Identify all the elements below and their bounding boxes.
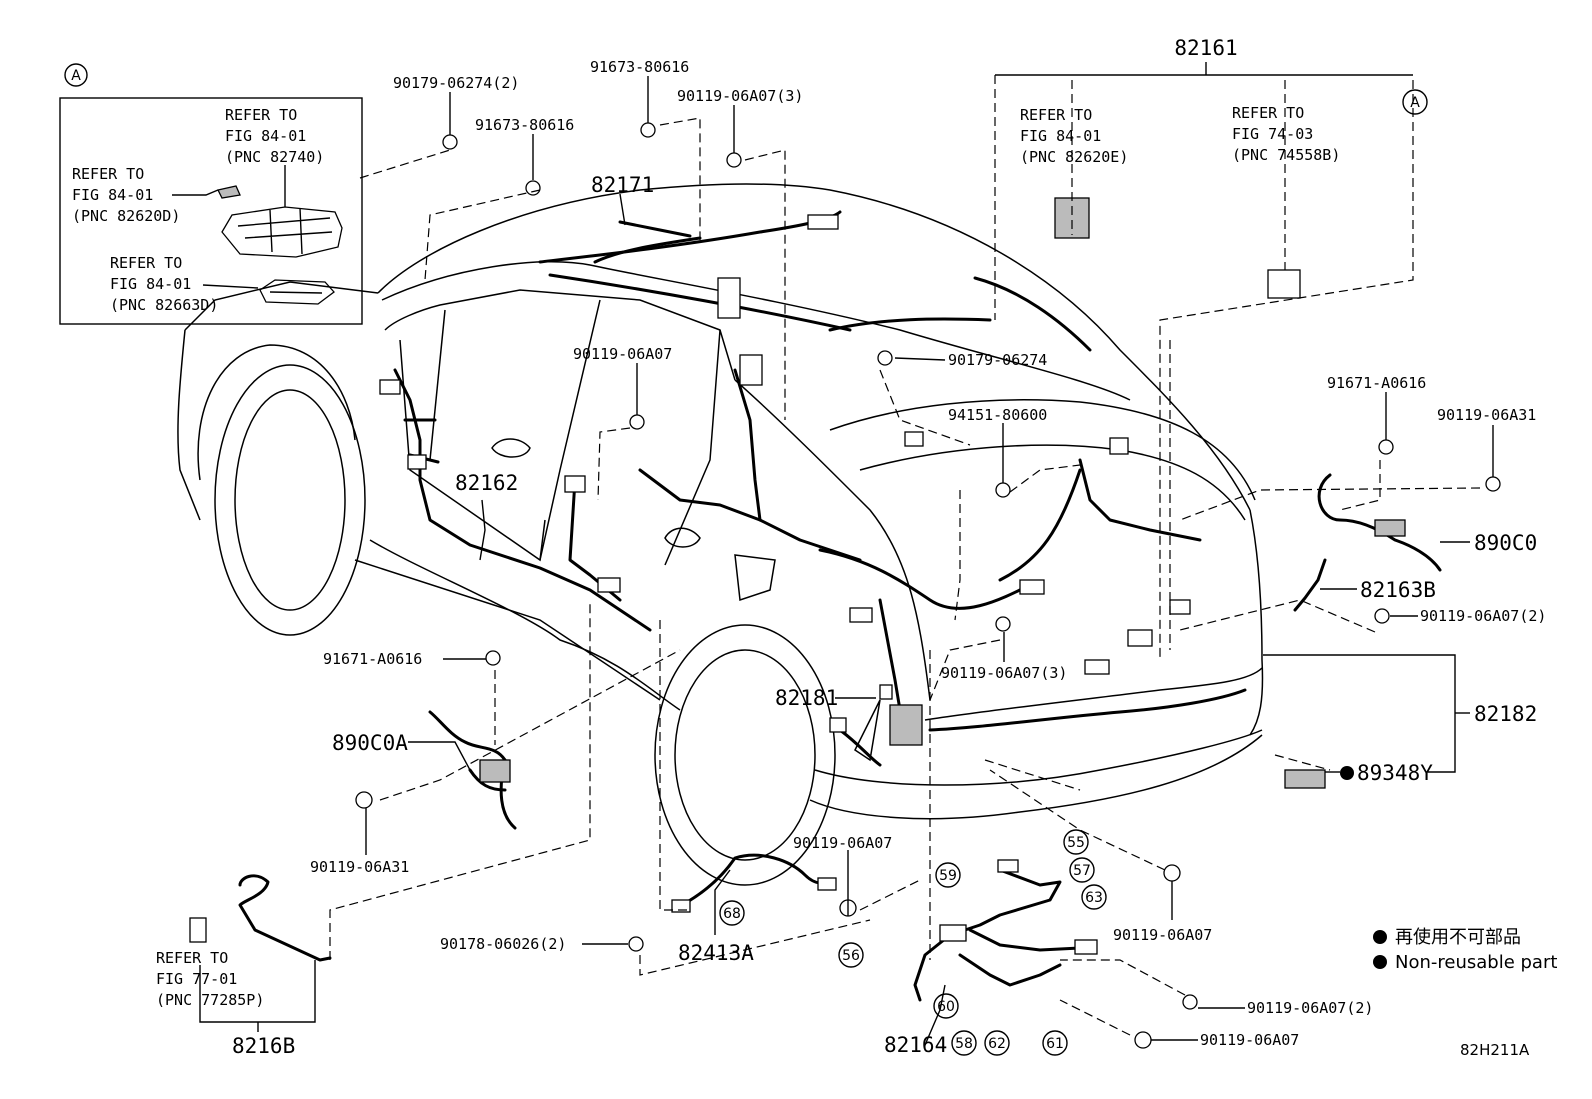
svg-text:(PNC 82740): (PNC 82740) (225, 148, 324, 166)
label-90119-06A07-bot: 90119-06A07 (1200, 1031, 1299, 1049)
callout-56: 56 (842, 948, 860, 964)
label-82161: 82161 (1174, 36, 1237, 60)
fastener-labels: 90179-06274(2) 91673-80616 91673-80616 9… (310, 58, 1546, 1049)
svg-text:FIG 84-01: FIG 84-01 (110, 275, 191, 293)
ref-note-82663D: REFER TO FIG 84-01 (PNC 82663D) (110, 254, 218, 314)
label-82413A: 82413A (678, 941, 754, 965)
label-89348Y: 89348Y (1357, 761, 1433, 785)
label-90119-06A07-mid: 90119-06A07 (573, 345, 672, 363)
label-94151-80600: 94151-80600 (948, 406, 1047, 424)
callout-58: 58 (955, 1036, 973, 1052)
svg-text:(PNC 74558B): (PNC 74558B) (1232, 146, 1340, 164)
inset-box: A (59, 63, 363, 325)
label-90119-06A07-low: 90119-06A07 (793, 834, 892, 852)
label-8216B: 8216B (232, 1034, 295, 1058)
label-90119-06A31-r: 90119-06A31 (1437, 406, 1536, 424)
legend-jp: 再使用不可部品 (1395, 927, 1521, 948)
label-82162: 82162 (455, 471, 518, 495)
diagram-id: 82H211A (1460, 1041, 1530, 1059)
label-82163B: 82163B (1360, 578, 1436, 602)
label-91671-A0616-r: 91671-A0616 (1327, 374, 1426, 392)
part-labels: 82161 82171 82162 82163B 82181 82182 890… (232, 36, 1537, 1058)
svg-text:REFER TO: REFER TO (110, 254, 182, 272)
ref-note-82740: REFER TO FIG 84-01 (PNC 82740) (225, 106, 324, 166)
refer-to-notes: REFER TO FIG 84-01 (PNC 82740) REFER TO … (72, 104, 1340, 1009)
label-90119-06A31-l: 90119-06A31 (310, 858, 409, 876)
dashed-guides (329, 75, 1481, 1036)
label-90119-06A07-3-top: 90119-06A07(3) (677, 87, 803, 105)
inset-circle-label: A (71, 68, 81, 84)
svg-text:(PNC 82620E): (PNC 82620E) (1020, 148, 1128, 166)
label-91673-80616-a: 91673-80616 (590, 58, 689, 76)
callout-60: 60 (937, 999, 955, 1015)
label-890C0A: 890C0A (332, 731, 408, 755)
connectors (189, 197, 1406, 955)
label-90179-06274: 90179-06274 (948, 351, 1047, 369)
ref-note-77285P: REFER TO FIG 77-01 (PNC 77285P) (156, 949, 264, 1009)
svg-text:FIG 84-01: FIG 84-01 (225, 127, 306, 145)
legend-dot-en (1373, 955, 1387, 969)
callout-68: 68 (723, 906, 741, 922)
callout-57: 57 (1073, 863, 1091, 879)
svg-text:REFER TO: REFER TO (1232, 104, 1304, 122)
fasteners (355, 122, 1501, 1049)
svg-text:(PNC 77285P): (PNC 77285P) (156, 991, 264, 1009)
callout-63: 63 (1085, 890, 1103, 906)
label-90119-06A07-3-low: 90119-06A07(3) (941, 664, 1067, 682)
svg-text:REFER TO: REFER TO (72, 165, 144, 183)
label-90119-06A07-2-br: 90119-06A07(2) (1247, 999, 1373, 1017)
label-90119-06A07-br: 90119-06A07 (1113, 926, 1212, 944)
callout-62: 62 (988, 1036, 1006, 1052)
ref-note-82620D: REFER TO FIG 84-01 (PNC 82620D) (72, 165, 180, 225)
svg-text:REFER TO: REFER TO (156, 949, 228, 967)
non-reusable-dot-89348Y (1340, 766, 1354, 780)
label-90179-06274-2: 90179-06274(2) (393, 74, 519, 92)
label-90119-06A07-2-r: 90119-06A07(2) (1420, 607, 1546, 625)
ref-note-74558B: REFER TO FIG 74-03 (PNC 74558B) (1232, 104, 1340, 164)
svg-text:(PNC 82663D): (PNC 82663D) (110, 296, 218, 314)
legend-en: Non-reusable part (1395, 952, 1557, 973)
vehicle-body-outline (177, 183, 1264, 886)
label-82171: 82171 (591, 173, 654, 197)
label-82182: 82182 (1474, 702, 1537, 726)
circled-callouts: A 55 57 59 63 56 60 58 62 61 68 (719, 89, 1428, 1056)
label-82164: 82164 (884, 1033, 947, 1057)
legend-dot-jp (1373, 930, 1387, 944)
svg-text:FIG 84-01: FIG 84-01 (1020, 127, 1101, 145)
svg-text:REFER TO: REFER TO (1020, 106, 1092, 124)
callout-61: 61 (1046, 1036, 1064, 1052)
label-91673-80616-b: 91673-80616 (475, 116, 574, 134)
legend: 再使用不可部品 Non-reusable part (1373, 927, 1557, 973)
label-91671-A0616-l: 91671-A0616 (323, 650, 422, 668)
leader-lines (199, 62, 1494, 1046)
ref-note-82620E: REFER TO FIG 84-01 (PNC 82620E) (1020, 106, 1128, 166)
label-890C0: 890C0 (1474, 531, 1537, 555)
callout-A: A (1410, 95, 1420, 111)
label-90178-06026-2: 90178-06026(2) (440, 935, 566, 953)
svg-text:(PNC 82620D): (PNC 82620D) (72, 207, 180, 225)
callout-59: 59 (939, 868, 957, 884)
label-82181: 82181 (775, 686, 838, 710)
callout-55: 55 (1067, 835, 1085, 851)
wire-harnesses (238, 210, 1442, 1002)
svg-text:FIG 84-01: FIG 84-01 (72, 186, 153, 204)
svg-text:REFER TO: REFER TO (225, 106, 297, 124)
svg-text:FIG 74-03: FIG 74-03 (1232, 125, 1313, 143)
svg-text:FIG 77-01: FIG 77-01 (156, 970, 237, 988)
